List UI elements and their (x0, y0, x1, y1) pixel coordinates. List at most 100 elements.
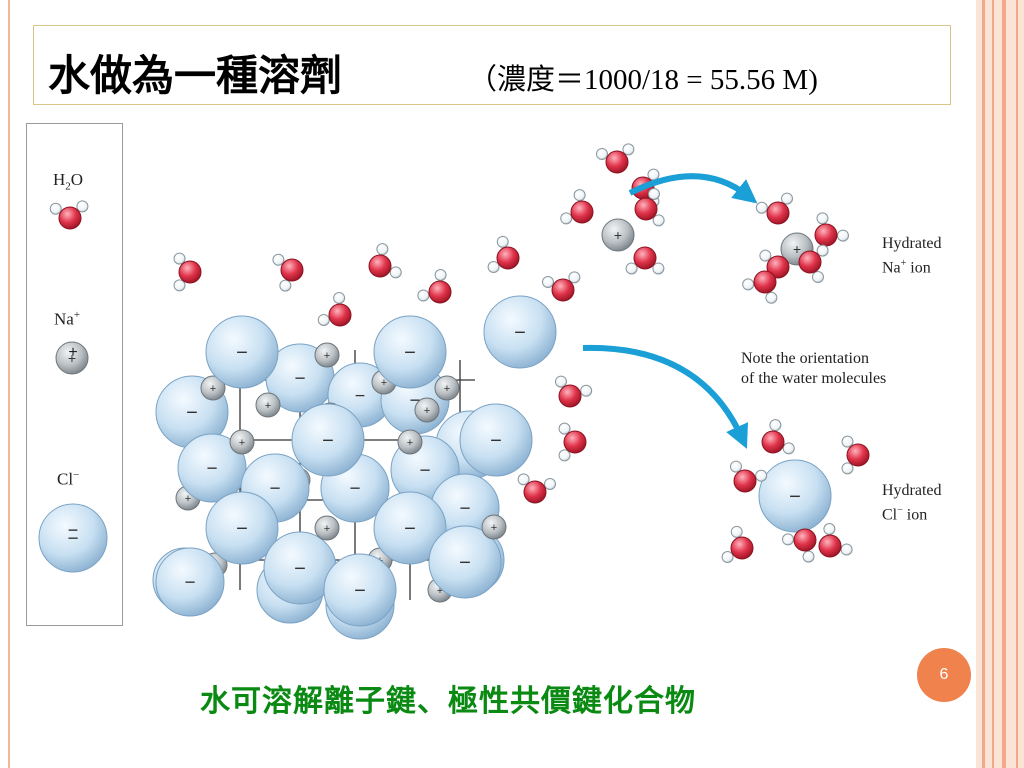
chloride-ion (155, 547, 225, 617)
water-oxygen-atom (280, 258, 304, 282)
water-hydrogen-atom (625, 262, 638, 275)
water-hydrogen-atom (782, 533, 795, 546)
chloride-sign: − (459, 499, 470, 520)
chloride-sign: − (67, 529, 78, 550)
chloride-sign: − (322, 430, 334, 452)
sodium-sign: + (444, 383, 450, 395)
water-hydrogen-atom (730, 525, 743, 538)
water-hydrogen-atom (496, 235, 509, 248)
water-hydrogen-atom (49, 202, 62, 215)
water-hydrogen-atom (541, 276, 554, 289)
chloride-sign: − (409, 391, 420, 412)
annotation-hydrated-na: Hydrated Na+ ion (882, 235, 942, 277)
sodium-ion (397, 429, 423, 455)
water-oxygen-atom (58, 206, 82, 230)
water-oxygen-atom (814, 223, 838, 247)
water-hydrogen-atom (782, 442, 795, 455)
slide-subtitle: （濃度＝1000/18 = 55.56 M) (468, 64, 818, 96)
water-hydrogen-atom (389, 266, 402, 279)
slide-title: 水做為一種溶劑 (48, 51, 343, 100)
water-hydrogen-atom (417, 289, 430, 302)
sodium-ion (314, 515, 340, 541)
water-hydrogen-atom (816, 212, 829, 225)
sodium-sign: + (437, 585, 443, 597)
water-oxygen-atom (633, 246, 657, 270)
water-oxygen-atom (761, 430, 785, 454)
water-hydrogen-atom (652, 262, 665, 275)
chloride-sign: − (490, 430, 502, 452)
chloride-sign: − (349, 479, 360, 500)
water-oxygen-atom (428, 280, 452, 304)
water-hydrogen-atom (840, 543, 853, 556)
water-oxygen-atom (733, 469, 757, 493)
title-box: 水做為一種溶劑 （濃度＝1000/18 = 55.56 M) (33, 25, 951, 105)
water-hydrogen-atom (173, 279, 186, 292)
water-oxygen-atom (605, 150, 629, 174)
chloride-ion (459, 403, 533, 477)
water-hydrogen-atom (836, 229, 849, 242)
chloride-sign: − (236, 518, 248, 540)
water-hydrogen-atom (376, 243, 389, 256)
water-hydrogen-atom (759, 249, 772, 262)
water-hydrogen-atom (729, 460, 742, 473)
left-border-line (8, 0, 10, 768)
chloride-sign: − (186, 402, 198, 424)
chloride-ion (38, 503, 108, 573)
water-hydrogen-atom (841, 435, 854, 448)
water-hydrogen-atom (568, 271, 581, 284)
water-oxygen-atom (496, 246, 520, 270)
slide-caption: 水可溶解離子鍵、極性共價鍵化合物 (200, 684, 696, 719)
water-hydrogen-atom (580, 384, 593, 397)
chloride-ion (205, 491, 279, 565)
water-hydrogen-atom (755, 469, 768, 482)
chloride-sign: − (236, 342, 248, 364)
water-hydrogen-atom (802, 550, 815, 563)
chloride-sign: − (294, 369, 305, 390)
water-hydrogen-atom (595, 148, 608, 161)
water-hydrogen-atom (517, 473, 530, 486)
chloride-sign: − (354, 580, 366, 602)
chloride-sign: − (294, 558, 306, 580)
legend-label-chloride: Cl− (57, 469, 80, 489)
chloride-ion (758, 459, 832, 533)
water-oxygen-atom (178, 260, 202, 284)
water-hydrogen-atom (755, 201, 768, 214)
sodium-ion (414, 397, 440, 423)
water-hydrogen-atom (558, 422, 571, 435)
water-hydrogen-atom (647, 187, 660, 200)
water-oxygen-atom (730, 536, 754, 560)
legend-sodium-sign: + (68, 344, 78, 361)
water-hydrogen-atom (173, 252, 186, 265)
chloride-ion (483, 295, 557, 369)
water-hydrogen-atom (652, 214, 665, 227)
chloride-sign: − (789, 486, 801, 508)
legend-label-sodium: Na+ (54, 309, 81, 329)
page-number-badge: 6 (917, 648, 971, 702)
arrow-to-hydrated-na (628, 173, 758, 204)
water-hydrogen-atom (544, 478, 557, 491)
sodium-sign: + (491, 522, 497, 534)
water-hydrogen-atom (279, 279, 292, 292)
water-hydrogen-atom (765, 291, 778, 304)
water-hydrogen-atom (622, 143, 635, 156)
sodium-ion (601, 218, 635, 252)
water-oxygen-atom (523, 480, 547, 504)
sodium-sign: + (614, 227, 622, 243)
sodium-sign: + (381, 377, 387, 389)
water-oxygen-atom (563, 430, 587, 454)
water-oxygen-atom (753, 270, 777, 294)
sodium-sign: + (424, 405, 430, 417)
sodium-ion (200, 375, 226, 401)
sodium-ion (255, 392, 281, 418)
water-hydrogen-atom (558, 449, 571, 462)
molecule-layer: −−−−−−−−−+++++++++++−−−−−−−−−−−−−−−+++++… (38, 143, 870, 640)
water-oxygen-atom (818, 534, 842, 558)
chloride-ion (323, 553, 397, 627)
water-oxygen-atom (551, 278, 575, 302)
water-hydrogen-atom (554, 375, 567, 388)
sodium-sign: + (407, 437, 413, 449)
water-hydrogen-atom (333, 292, 346, 305)
water-oxygen-atom (328, 303, 352, 327)
water-hydrogen-atom (434, 269, 447, 282)
chloride-sign: − (269, 479, 280, 500)
